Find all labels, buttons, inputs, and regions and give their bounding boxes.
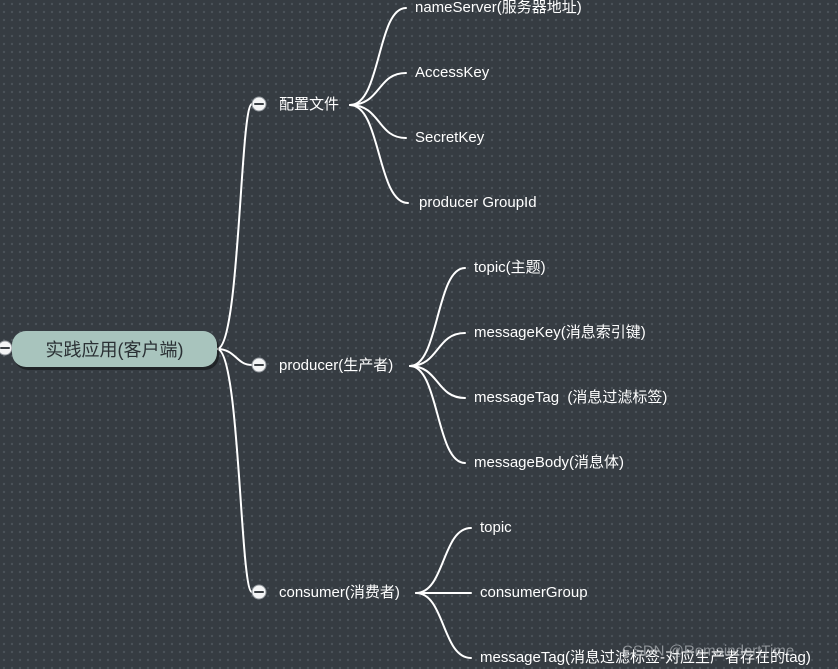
root-topic-label: 实践应用(客户端) [45, 340, 184, 360]
link-config-to-groupid [349, 104, 409, 204]
link-consumer-to-topic [415, 527, 472, 594]
watermark: CSDN @RemaindertTime [622, 642, 795, 660]
root-topic[interactable]: 实践应用(客户端) [12, 331, 217, 367]
subtopic-consumer-messagetag[interactable]: messageTag(消息过滤标签-对应生产者存在的tag) [480, 649, 811, 666]
subtopic-consumer-topic[interactable]: topic [480, 519, 512, 536]
link-producer-to-topic [409, 267, 466, 367]
link-producer-to-messagekey [409, 332, 466, 367]
subtopic-messagekey[interactable]: messageKey(消息索引键) [474, 324, 646, 341]
subtopic-secretkey[interactable]: SecretKey [415, 129, 485, 146]
link-config-to-secretkey [349, 104, 407, 139]
link-consumer-to-messagetag [415, 592, 472, 659]
link-config-to-nameserver [349, 7, 407, 106]
branch-topic-consumer[interactable]: consumer(消费者) [279, 584, 400, 601]
branch-topic-config[interactable]: 配置文件 [279, 96, 340, 113]
collapse-toggle-config[interactable] [251, 96, 267, 112]
subtopic-producer-groupid[interactable]: producer GroupId [419, 194, 537, 211]
subtopic-messagebody[interactable]: messageBody(消息体) [474, 454, 625, 471]
collapse-toggle-root[interactable] [0, 340, 13, 356]
collapse-toggle-consumer[interactable] [251, 584, 267, 600]
collapse-toggle-producer[interactable] [251, 357, 267, 373]
subtopic-consumergroup[interactable]: consumerGroup [480, 584, 588, 601]
link-producer-to-messagetag [409, 365, 466, 399]
link-config-to-accesskey [349, 72, 407, 106]
subtopic-producer-topic[interactable]: topic(主题) [474, 259, 546, 276]
link-root-to-producer [216, 348, 253, 366]
link-root-to-consumer [216, 348, 253, 593]
subtopic-nameserver[interactable]: nameServer(服务器地址) [415, 0, 582, 16]
branch-topic-producer[interactable]: producer(生产者) [279, 357, 394, 374]
subtopic-producer-messagetag[interactable]: messageTag (消息过滤标签) [474, 389, 668, 406]
link-producer-to-messagebody [409, 365, 466, 464]
subtopic-accesskey[interactable]: AccessKey [415, 64, 490, 81]
link-root-to-config [216, 103, 253, 350]
